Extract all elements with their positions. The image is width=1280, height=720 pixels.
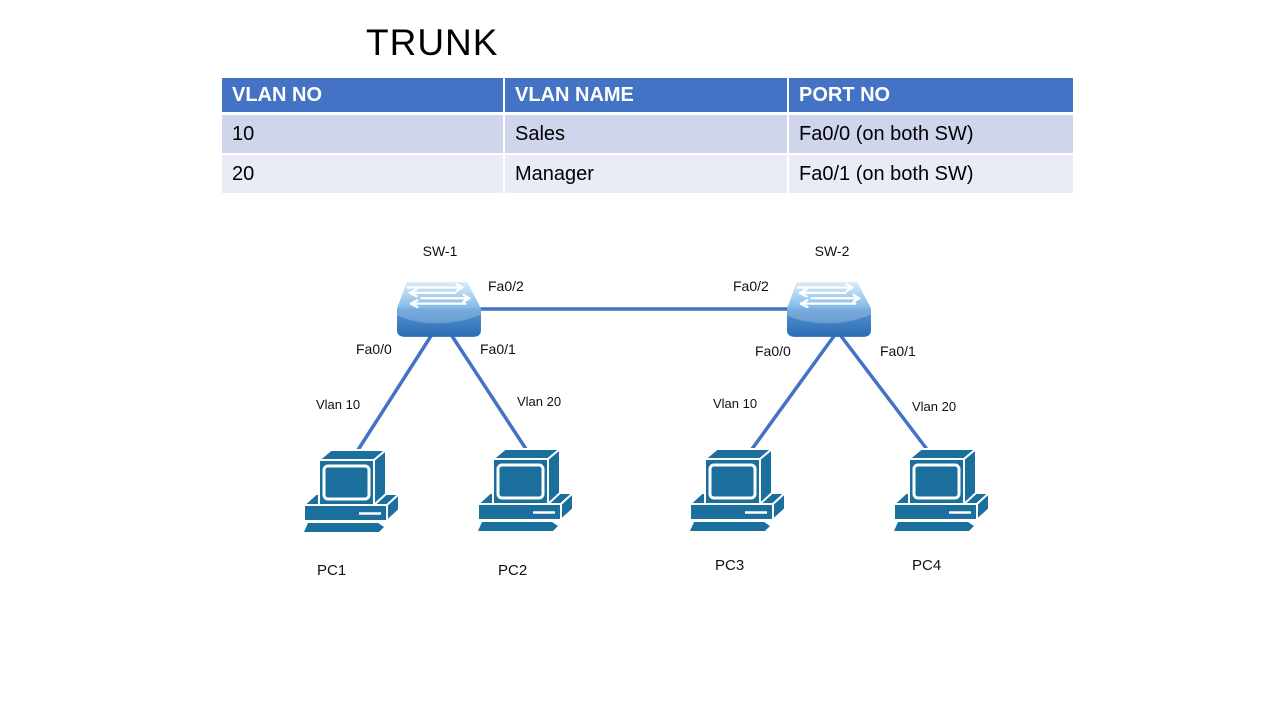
access-link-pc4	[839, 334, 928, 450]
access-link-pc3	[750, 334, 836, 451]
column-header-vlan-no: VLAN NO	[222, 78, 505, 115]
switch-icon-sw1	[397, 281, 481, 338]
vlan-label-pc3: Vlan 10	[713, 396, 758, 411]
cell-vlan-no: 20	[222, 155, 505, 193]
pc3-name-label: PC3	[715, 557, 745, 574]
trunk-port-label-sw2: Fa0/2	[733, 278, 769, 294]
vlan-label-pc1: Vlan 10	[316, 397, 361, 412]
table-row: 20 Manager Fa0/1 (on both SW)	[222, 155, 1073, 193]
pc2-name-label: PC2	[498, 562, 528, 579]
column-header-port-no: PORT NO	[789, 78, 1073, 115]
switch2-name-label: SW-2	[814, 243, 850, 259]
port-label-sw1-fa01: Fa0/1	[480, 341, 516, 357]
access-link-pc1	[356, 334, 433, 452]
column-header-vlan-name: VLAN NAME	[505, 78, 789, 115]
table-row: 10 Sales Fa0/0 (on both SW)	[222, 115, 1073, 155]
cell-vlan-name: Manager	[505, 155, 789, 193]
pc-icon-pc4	[894, 447, 990, 532]
trunk-port-label-sw1: Fa0/2	[488, 278, 524, 294]
pc4-name-label: PC4	[912, 557, 942, 574]
cell-port-no: Fa0/1 (on both SW)	[789, 155, 1073, 193]
table-header-row: VLAN NO VLAN NAME PORT NO	[222, 78, 1073, 115]
port-label-sw1-fa00: Fa0/0	[356, 341, 392, 357]
cell-port-no: Fa0/0 (on both SW)	[789, 115, 1073, 155]
pc1-name-label: PC1	[317, 562, 347, 579]
pc-icon-pc1	[304, 448, 400, 533]
vlan-table: VLAN NO VLAN NAME PORT NO 10 Sales Fa0/0…	[222, 78, 1073, 193]
port-label-sw2-fa01: Fa0/1	[880, 343, 916, 359]
vlan-label-pc2: Vlan 20	[517, 394, 562, 409]
access-link-pc2	[450, 334, 528, 451]
pc-icon-pc3	[690, 447, 786, 532]
switch1-name-label: SW-1	[422, 243, 458, 259]
port-label-sw2-fa00: Fa0/0	[755, 343, 791, 359]
cell-vlan-no: 10	[222, 115, 505, 155]
page-title: TRUNK	[366, 22, 499, 63]
cell-vlan-name: Sales	[505, 115, 789, 155]
vlan-label-pc4: Vlan 20	[912, 399, 957, 414]
switch-icon-sw2	[787, 281, 871, 338]
pc-icon-pc2	[478, 447, 574, 532]
